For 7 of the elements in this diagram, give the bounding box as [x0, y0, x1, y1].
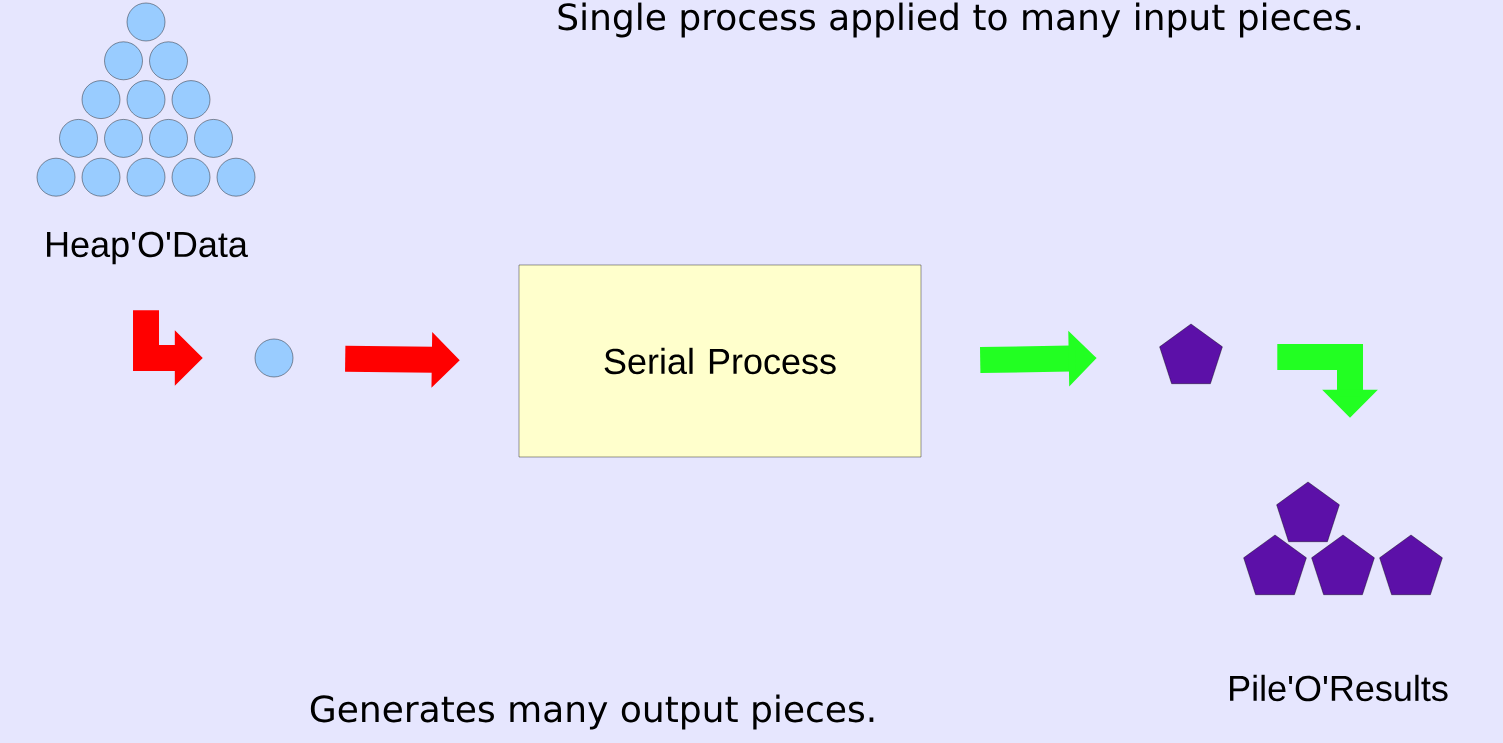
title: Single process applied to many input pieces.	[558, 2, 1360, 38]
node-label: Heap'O'Data	[47, 231, 248, 265]
caption: Generates many output pieces.	[310, 694, 874, 730]
process-box: Serial Process	[518, 264, 922, 458]
data-piece-circle	[254, 338, 294, 378]
node-label: Pile'O'Results	[1230, 674, 1448, 702]
result-pentagon	[1159, 323, 1223, 384]
